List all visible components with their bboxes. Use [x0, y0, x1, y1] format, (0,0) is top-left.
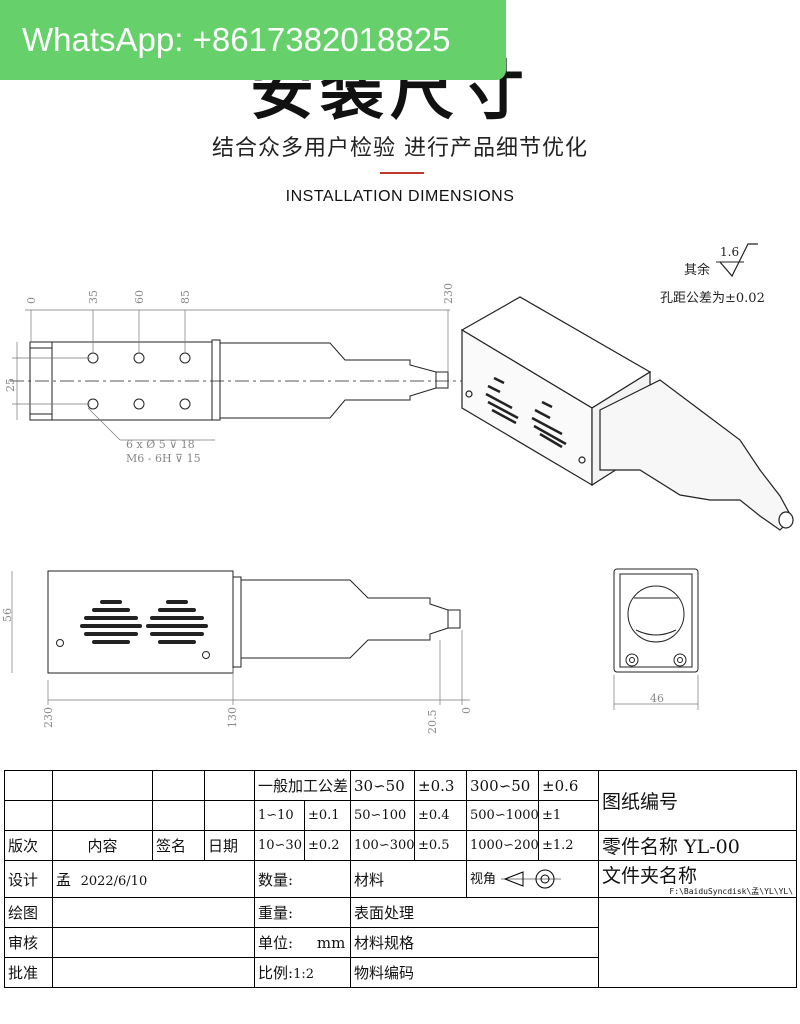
tol-cell: ±0.1 — [303, 800, 352, 831]
tol-cell: 1∽10 — [254, 800, 305, 831]
scale-value: 1:2 — [293, 967, 314, 982]
side-view — [11, 570, 470, 705]
dim-top-230: 230 — [442, 283, 455, 304]
tol-cell: 10∽30 — [254, 830, 305, 861]
tol-cell: 50∽100 — [350, 800, 416, 831]
dim-bottom-230: 230 — [42, 707, 55, 728]
tol-cell: ±0.2 — [303, 830, 352, 861]
dim-top-60: 60 — [133, 290, 146, 304]
dim-bottom-20-5: 20.5 — [426, 710, 439, 735]
hole-tolerance-note: 孔距公差为±0.02 — [660, 291, 765, 306]
roughness-symbol — [716, 243, 758, 278]
dim-side-56: 56 — [1, 608, 14, 622]
drawing-number-label: 图纸编号 — [598, 770, 798, 831]
dim-top-0: 0 — [25, 297, 38, 304]
folder-path: F:\BaiduSyncdisk\孟\YL\YL\ — [669, 887, 794, 896]
material-spec-label: 材料规格 — [350, 927, 600, 958]
draw-label: 绘图 — [4, 897, 53, 928]
tol-cell: 1000∽2000 — [466, 830, 540, 861]
part-name: 零件名称 YL-00 — [598, 830, 798, 861]
tol-cell: ±0.3 — [414, 770, 468, 801]
roughness-value: 1.6 — [720, 245, 739, 259]
dim-bottom-130: 130 — [226, 707, 239, 728]
designer-name: 孟 — [56, 870, 72, 889]
material-label: 材料 — [350, 860, 468, 898]
general-tolerance-label: 一般加工公差 — [253, 770, 352, 801]
tol-cell: ±1 — [538, 800, 600, 831]
end-view — [613, 568, 699, 710]
material-code-label: 物料编码 — [350, 957, 600, 988]
tol-cell: 300∽50 — [466, 770, 540, 801]
tol-cell: 500∽1000 — [466, 800, 540, 831]
folder-label: 文件夹名称 — [602, 865, 698, 887]
tol-cell: ±0.4 — [414, 800, 468, 831]
projection-icon — [500, 869, 561, 889]
title-block: 一般加工公差 30∽50 ±0.3 300∽50 ±0.6 图纸编号 1∽10 … — [4, 770, 798, 988]
view-label: 视角 — [470, 872, 497, 887]
rev-label: 版次 — [4, 830, 53, 861]
hole-note-2: M6 - 6H ⊽ 15 — [126, 452, 201, 465]
english-title: INSTALLATION DIMENSIONS — [285, 188, 515, 205]
weight-label: 重量: — [253, 897, 352, 928]
tol-cell: ±0.5 — [414, 830, 468, 861]
tol-cell: 100∽300 — [350, 830, 416, 861]
design-label: 设计 — [4, 860, 53, 898]
sign-label: 签名 — [152, 830, 205, 861]
unit-label: 单位: — [258, 934, 294, 952]
tol-cell: ±0.6 — [538, 770, 600, 801]
isometric-view — [460, 296, 794, 531]
top-view — [10, 309, 470, 441]
dim-top-35: 35 — [87, 290, 100, 304]
roughness-label: 其余 — [684, 262, 710, 278]
scale-label: 比例: — [258, 964, 294, 982]
content-label: 内容 — [52, 830, 153, 861]
dim-top-85: 85 — [179, 290, 192, 304]
hole-note-1: 6 x Ø 5 ⊽ 18 — [126, 438, 195, 451]
check-label: 审核 — [4, 927, 53, 958]
title-divider — [380, 172, 424, 174]
approve-label: 批准 — [4, 957, 53, 988]
surface-label: 表面处理 — [350, 897, 600, 928]
dim-left-25: 25 — [4, 378, 17, 392]
page-subtitle: 结合众多用户检验 进行产品细节优化 — [212, 136, 588, 161]
tol-cell: 30∽50 — [350, 770, 416, 801]
whatsapp-banner[interactable]: WhatsApp: +8617382018825 — [0, 0, 506, 80]
dim-bottom-0: 0 — [460, 707, 473, 714]
dim-end-46: 46 — [650, 692, 664, 705]
technical-drawing: 1.6 其余 孔距公差为±0.02 0 35 60 85 230 25 — [1, 243, 794, 735]
tol-cell: ±1.2 — [538, 830, 600, 861]
design-date: 2022/6/10 — [80, 873, 148, 889]
date-label: 日期 — [204, 830, 255, 861]
unit-value: mm — [316, 934, 346, 952]
quantity-label: 数量: — [253, 860, 352, 898]
